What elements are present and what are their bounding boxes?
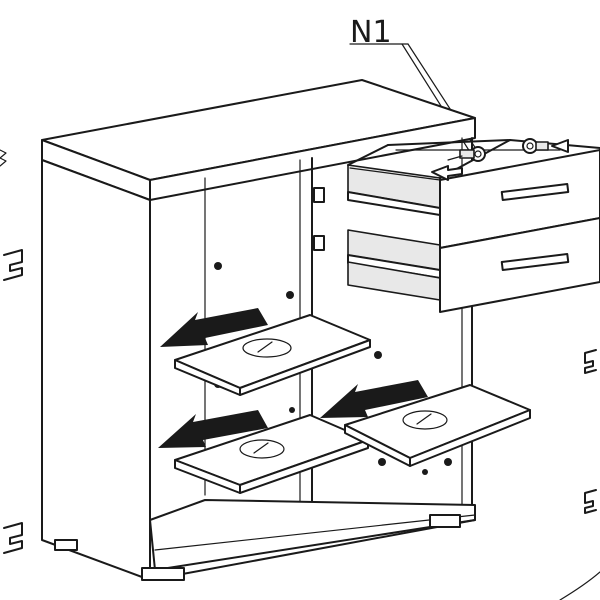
insert-arrow-upper: [160, 308, 268, 347]
cam-hole-icon: [242, 338, 292, 358]
edge-tick-left: [0, 149, 7, 167]
hinge-plate-upper: [313, 187, 325, 203]
shelf-lower-right: [344, 384, 531, 467]
drawer-runners: [347, 164, 441, 301]
drawer-lower[interactable]: [439, 217, 600, 313]
insert-arrow-lower: [158, 410, 268, 448]
bracket-icon-right-lower: [584, 489, 597, 514]
bracket-icon-left-lower: [3, 522, 23, 554]
drawer-handle-lower[interactable]: [500, 253, 570, 271]
callout-label-n1: N1: [350, 15, 392, 50]
bracket-icon-right-upper: [584, 349, 597, 374]
shelf-lower-left: [174, 414, 369, 494]
shelf-upper: [174, 314, 371, 396]
cam-lock-screw: [447, 146, 486, 162]
cam-lock-screw-2: [522, 138, 569, 154]
insert-arrow-right: [320, 380, 428, 418]
cabinet-feet: [54, 514, 461, 581]
drawer-direction-arrows: [431, 165, 463, 181]
cam-hole-icon-2: [239, 439, 285, 459]
hinge-plate-lower: [313, 235, 325, 251]
detail-leader-arc: [559, 571, 600, 600]
drawer-handle-upper[interactable]: [500, 183, 570, 201]
left-side-panel: [41, 159, 151, 581]
cam-hole-icon-3: [402, 410, 448, 430]
bracket-icon-left-upper: [3, 249, 23, 281]
